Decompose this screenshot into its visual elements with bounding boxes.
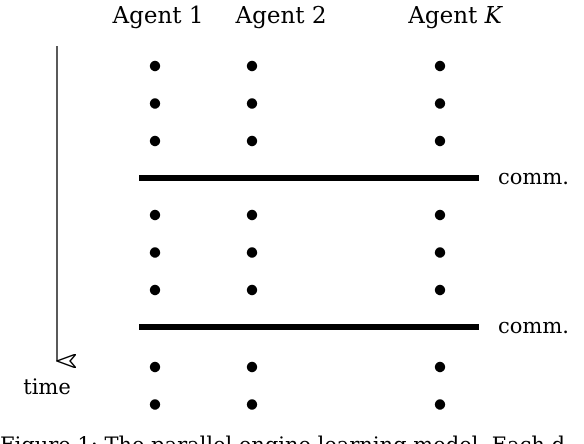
agent-label-k-italic: K: [484, 3, 504, 29]
step-dot-round1-agent2-2: [246, 98, 258, 109]
dot-grid: [149, 60, 446, 410]
step-dot-round1-agent3-1: [434, 60, 446, 72]
time-label: time: [23, 375, 71, 399]
step-dot-round1-agent1-1: [149, 60, 161, 72]
step-dot-round1-agent1-2: [149, 98, 161, 109]
comm-label-1: comm.: [498, 165, 569, 189]
agent-label-1: Agent 1: [112, 3, 204, 29]
step-dot-round2-agent2-2: [246, 247, 258, 258]
step-dot-round2-agent1-3: [149, 284, 161, 296]
step-dot-round2-agent1-2: [149, 247, 161, 258]
step-dot-round3-agent1-1: [149, 361, 161, 373]
agent-label-k-text: Agent: [407, 3, 484, 29]
step-dot-round3-agent2-1: [246, 361, 258, 373]
step-dot-round2-agent3-1: [434, 209, 446, 221]
step-dot-round1-agent3-2: [434, 98, 446, 109]
step-dot-round1-agent3-3: [434, 135, 446, 147]
figure-caption: Figure 1: The parallel engine learning m…: [0, 433, 565, 444]
agent-label-k: Agent K: [407, 3, 503, 29]
agent-label-2: Agent 2: [235, 3, 327, 29]
step-dot-round1-agent1-3: [149, 135, 161, 147]
step-dot-round2-agent3-3: [434, 284, 446, 296]
step-dot-round1-agent2-3: [246, 135, 258, 147]
comm-label-2: comm.: [498, 314, 569, 338]
step-dot-round3-agent3-2: [434, 399, 446, 410]
step-dot-round2-agent3-2: [434, 247, 446, 258]
step-dot-round2-agent1-1: [149, 209, 161, 221]
step-dot-round3-agent1-2: [149, 399, 161, 410]
step-dot-round3-agent3-1: [434, 361, 446, 373]
agent-labels: Agent 1 Agent 2 Agent K: [112, 3, 504, 29]
step-dot-round1-agent2-1: [246, 60, 258, 72]
step-dot-round2-agent2-3: [246, 284, 258, 296]
comm-bars: comm. comm.: [139, 165, 569, 338]
step-dot-round2-agent2-1: [246, 209, 258, 221]
step-dot-round3-agent2-2: [246, 399, 258, 410]
